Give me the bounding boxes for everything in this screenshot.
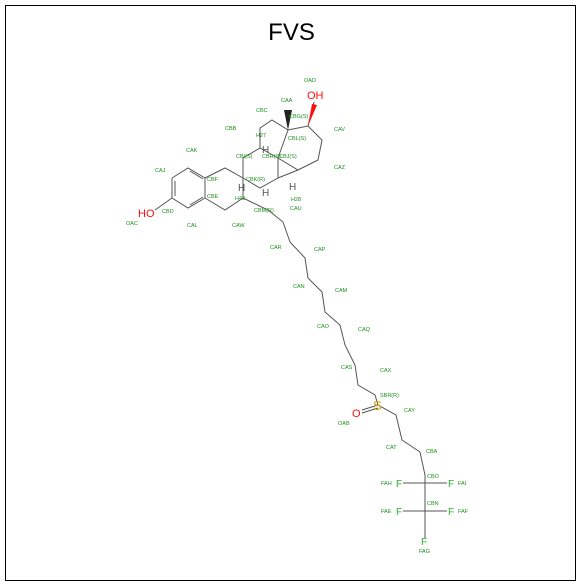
label-oac: OAC	[126, 221, 138, 227]
label-cas: CAS	[341, 365, 353, 371]
label-caa: CAA	[281, 98, 293, 104]
label-caj: CAJ	[155, 168, 166, 174]
atom-f3: F	[396, 507, 402, 518]
label-oad: OAD	[304, 78, 316, 84]
label-cam: CAM	[335, 288, 348, 294]
label-cbc: CBC	[256, 108, 268, 114]
label-fai: FAI	[458, 481, 467, 487]
label-cbh: CBH(S)	[262, 154, 281, 160]
atom-symbols: OH HO S O F F F F F H H H H	[138, 90, 454, 548]
atom-oh-top: OH	[307, 90, 324, 102]
label-cbb: CBB	[225, 126, 237, 132]
label-h42: H42	[235, 196, 245, 202]
label-h28: H28	[291, 197, 301, 203]
atom-h4: H	[289, 182, 296, 193]
label-cak: CAK	[186, 148, 198, 154]
label-cbj: CBJ(S)	[279, 154, 297, 160]
label-cay: CAY	[404, 408, 415, 414]
atom-sulfur: S	[373, 398, 382, 413]
label-cbo: CBO	[427, 474, 440, 480]
stereo-wedge	[284, 110, 292, 130]
label-can: CAN	[293, 284, 305, 290]
label-cba: CBA	[426, 449, 438, 455]
atom-f2: F	[448, 479, 454, 490]
atom-f4: F	[448, 507, 454, 518]
label-cbd: CBD	[162, 209, 174, 215]
atom-h2: H	[238, 183, 245, 194]
label-caq: CAQ	[358, 327, 371, 333]
label-fae: FAE	[381, 509, 392, 515]
label-cal: CAL	[187, 223, 198, 229]
atom-labels: OAD CAA CBC CBG(S) CBB H27 CBL(S) CAV CA…	[126, 78, 469, 555]
stereo-wedge-oh	[308, 104, 317, 126]
label-cax: CAX	[380, 368, 392, 374]
label-fag: FAG	[419, 549, 430, 555]
label-cau: CAU	[290, 206, 302, 212]
label-cbi: CBI(S)	[236, 154, 253, 160]
label-car: CAR	[270, 245, 282, 251]
label-cbn: CBN	[427, 501, 439, 507]
label-sbr: SBR(R)	[380, 393, 399, 399]
label-fah: FAH	[381, 481, 392, 487]
canvas-frame	[5, 5, 576, 581]
label-cbk: CBK(R)	[246, 177, 265, 183]
label-cbl: CBL(S)	[288, 136, 306, 142]
label-cap: CAP	[314, 247, 326, 253]
label-h27: H27	[256, 133, 266, 139]
atom-f5: F	[421, 537, 427, 548]
label-cao: CAO	[317, 324, 330, 330]
label-faf: FAF	[458, 509, 469, 515]
atom-f1: F	[396, 479, 402, 490]
atom-h3: H	[262, 188, 269, 199]
label-caw: CAW	[232, 223, 245, 229]
label-cav: CAV	[334, 127, 345, 133]
atom-sulfoxide-oxygen: O	[352, 408, 361, 420]
label-cbe: CBE	[207, 194, 219, 200]
label-cat: CAT	[386, 445, 397, 451]
atom-ho-left: HO	[138, 208, 155, 220]
label-caz: CAZ	[334, 165, 346, 171]
bonds	[154, 101, 447, 538]
label-cbg: CBG(S)	[289, 114, 308, 120]
atom-h1: H	[262, 145, 269, 156]
label-cbm: CBM(R)	[254, 208, 274, 214]
figure-title: FVS	[268, 19, 315, 46]
label-cbf: CBF	[207, 177, 219, 183]
label-oab: OAB	[338, 421, 350, 427]
